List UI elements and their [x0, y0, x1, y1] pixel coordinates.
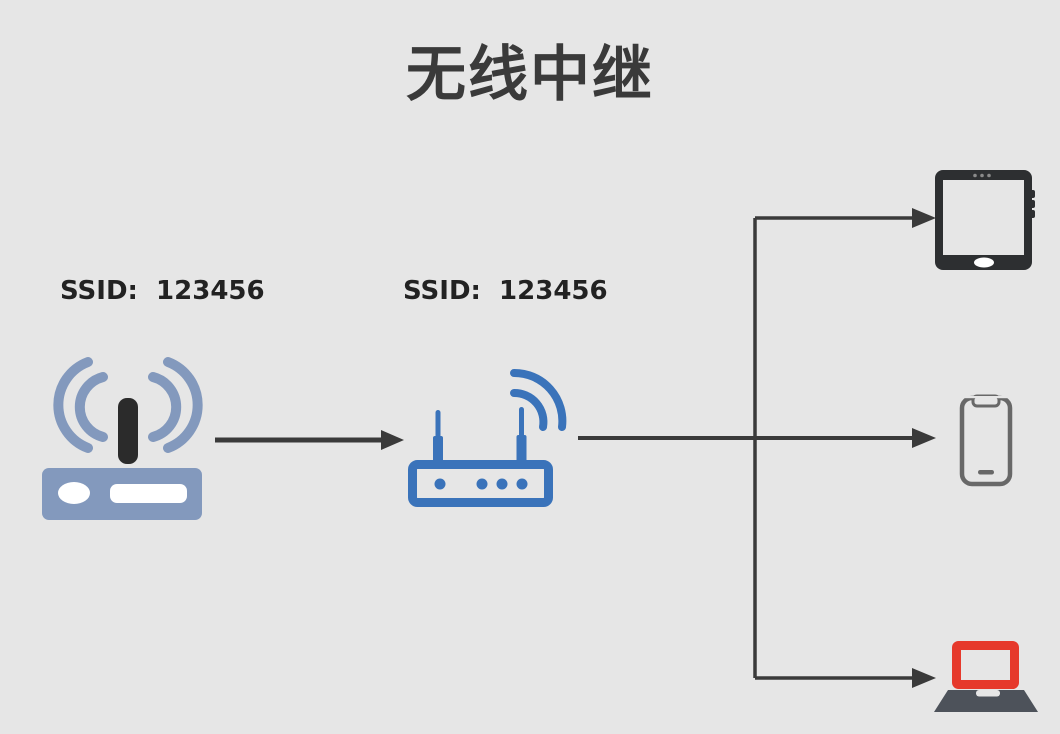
arrowhead-tablet — [912, 208, 936, 228]
wifi-arc-right-inner — [148, 372, 182, 442]
laptop-base-notch — [976, 690, 1000, 697]
primary-router-ssid-label: SSID: 123456 — [60, 276, 265, 306]
tablet-home-button — [974, 257, 994, 268]
tablet-camera-dot — [980, 173, 984, 178]
tablet-icon — [935, 170, 1035, 270]
router-antenna — [118, 398, 138, 464]
antenna-right-tip — [519, 407, 524, 439]
tablet-screen — [943, 180, 1024, 255]
wifi-arc-left-inner — [74, 372, 108, 442]
arrowhead-router2 — [381, 430, 404, 450]
phone-home-bar — [978, 470, 994, 475]
phone-icon — [959, 394, 1013, 487]
wifi-arc-right-outer — [163, 357, 203, 453]
router-led-dot — [516, 478, 528, 490]
wifi-arc-left-outer — [53, 357, 93, 453]
tablet-camera-dot — [987, 173, 991, 178]
router-body-outline — [408, 460, 553, 507]
router-led-dot — [496, 478, 508, 490]
primary-router-icon — [42, 357, 203, 520]
laptop-icon — [934, 641, 1038, 712]
arrowhead-phone — [912, 428, 936, 448]
laptop-screen — [952, 641, 1019, 689]
antenna-left-tip — [435, 410, 441, 440]
phone-notch-mask — [962, 396, 1010, 399]
antenna-left-base — [433, 436, 443, 464]
antenna-right-base — [516, 435, 527, 464]
router-led — [58, 482, 90, 504]
tablet-camera-dot — [973, 173, 977, 178]
laptop-base — [934, 690, 1038, 712]
wifi-arc-inner — [510, 388, 548, 431]
arrowhead-laptop — [912, 668, 936, 688]
router-panel-slot — [110, 484, 187, 503]
repeater-router-ssid-label: SSID: 123456 — [403, 276, 608, 306]
repeater-router-icon — [408, 368, 567, 507]
router-led-dot — [476, 478, 488, 490]
router-led-dot — [434, 478, 446, 490]
page-title: 无线中继 — [406, 40, 654, 110]
wifi-arc-outer — [510, 368, 567, 431]
